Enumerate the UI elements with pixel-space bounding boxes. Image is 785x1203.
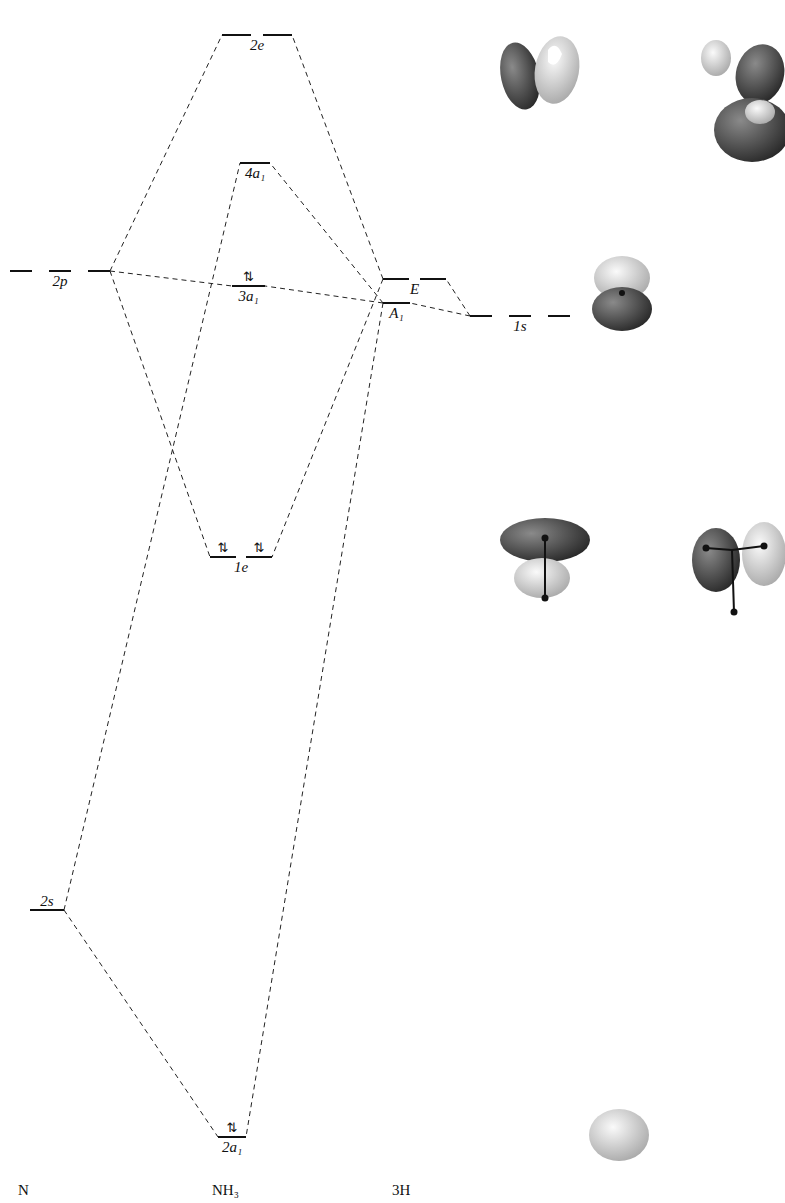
level-label: A₁ <box>383 305 410 321</box>
level-segment <box>88 270 110 272</box>
level-bar <box>30 909 64 911</box>
level-segment <box>222 34 251 36</box>
level-segment <box>420 278 446 280</box>
level-bar <box>10 270 110 272</box>
level-label: 1s <box>470 318 570 334</box>
species-label: N <box>18 1182 29 1198</box>
electron-pair: ⇅ <box>254 541 265 555</box>
energy-level: 4a₁ <box>240 162 270 181</box>
level-segment <box>383 302 410 304</box>
electron-pair: ⇅ <box>227 1121 238 1135</box>
level-segment <box>240 162 270 164</box>
orbital-1e <box>500 518 785 616</box>
level-bar <box>232 285 265 287</box>
level-segment <box>30 909 64 911</box>
energy-level: E <box>383 278 446 297</box>
level-bar <box>383 278 446 280</box>
energy-level: 2p <box>10 270 110 289</box>
level-label: 1e <box>210 559 272 575</box>
level-segment <box>470 315 492 317</box>
level-segment <box>232 285 265 287</box>
level-label: 2e <box>222 37 292 53</box>
level-segment <box>49 270 71 272</box>
species-label: NH₃ <box>212 1182 239 1198</box>
orbital-2a1 <box>589 1109 649 1161</box>
level-bar <box>218 1136 246 1138</box>
correlation-line <box>110 35 222 271</box>
level-label: 3a₁ <box>232 288 265 304</box>
level-segment <box>548 315 570 317</box>
level-segment <box>10 270 32 272</box>
level-segment <box>218 1136 246 1138</box>
level-segment <box>383 278 409 280</box>
level-bar <box>240 162 270 164</box>
energy-level: 3a₁⇅ <box>232 285 265 304</box>
correlation-line <box>110 271 210 557</box>
level-label: 4a₁ <box>240 165 270 181</box>
level-bar <box>470 315 570 317</box>
level-label: 2s <box>30 893 64 909</box>
level-label: 2a₁ <box>218 1139 246 1155</box>
level-segment <box>246 556 272 558</box>
electron-pair: ⇅ <box>243 270 254 284</box>
correlation-line <box>270 163 383 303</box>
correlation-line <box>265 286 383 303</box>
energy-level: 2e <box>222 34 292 53</box>
level-segment <box>210 556 236 558</box>
energy-level: 2a₁⇅ <box>218 1136 246 1155</box>
species-label: 3H <box>392 1182 410 1198</box>
level-bar <box>222 34 292 36</box>
energy-level: 2s <box>30 893 64 911</box>
level-label: 2p <box>10 273 110 289</box>
level-bar <box>383 302 410 304</box>
orbital-2e <box>494 33 785 162</box>
correlation-line <box>64 910 218 1137</box>
level-label: E <box>383 281 446 297</box>
correlation-line <box>410 303 470 316</box>
level-segment <box>263 34 292 36</box>
correlation-line <box>246 303 383 1137</box>
orbital-3a1 <box>592 256 652 331</box>
level-segment <box>509 315 531 317</box>
energy-level: 1s <box>470 315 570 334</box>
level-bar <box>210 556 272 558</box>
correlation-line <box>110 271 232 286</box>
correlation-line <box>272 279 383 557</box>
energy-level: A₁ <box>383 302 410 321</box>
electron-pair: ⇅ <box>218 541 229 555</box>
energy-level: 1e⇅⇅ <box>210 556 272 575</box>
correlation-line <box>64 163 240 910</box>
correlation-line <box>292 35 383 279</box>
correlation-line <box>446 279 470 316</box>
